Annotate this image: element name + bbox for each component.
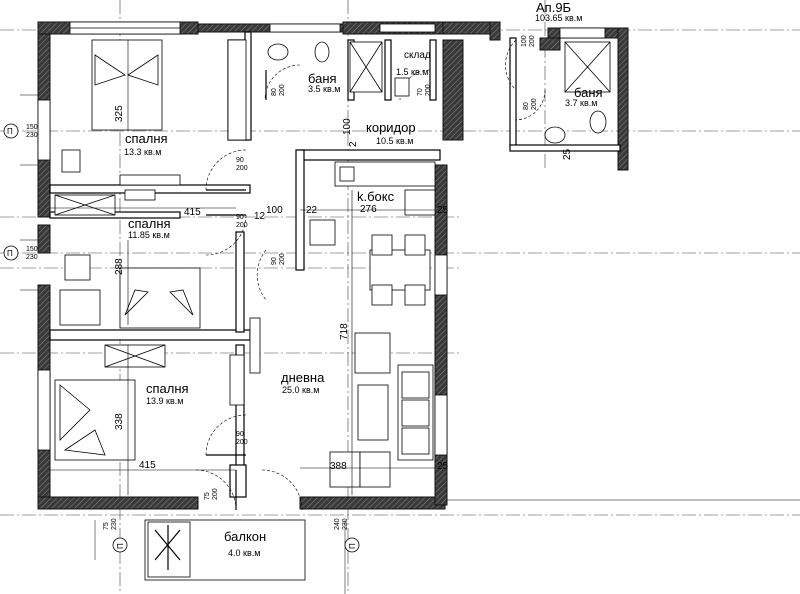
dim-325: 325	[114, 105, 125, 122]
dim-22: 22	[306, 205, 318, 216]
dim-25-b: 25	[437, 461, 449, 472]
dim-718: 718	[339, 323, 350, 340]
svg-text:150: 150	[26, 124, 38, 131]
room-area-bath2: 3.7 кв.м	[565, 98, 597, 108]
door-label-w: 75	[204, 492, 211, 500]
sink-1	[267, 43, 289, 61]
room-label-bed3: спалня	[146, 381, 189, 396]
room-area-storage: 1.5 кв.м	[396, 67, 428, 77]
wardrobe-3	[227, 39, 247, 141]
door-label-w: 90	[236, 431, 244, 438]
axis-marker	[3, 123, 19, 139]
room-label-balcony: балкон	[224, 529, 266, 544]
door-label-h: 200	[212, 488, 219, 500]
door-label-h: 200	[236, 439, 248, 446]
furniture	[54, 39, 261, 461]
dim-338: 338	[114, 413, 125, 430]
room-area-corridor: 10.5 кв.м	[376, 136, 413, 146]
axis-marker	[112, 537, 128, 553]
room-labels: спалня 13.3 кв.м спалня 11.85 кв.м спалн…	[124, 0, 603, 558]
svg-text:150: 150	[26, 246, 38, 253]
room-area-balcony: 4.0 кв.м	[228, 548, 260, 558]
door-label-w: 70	[417, 88, 424, 96]
door-label-h: 200	[425, 84, 432, 96]
dim-415-top: 415	[184, 207, 201, 218]
door-label-h: 200	[529, 35, 536, 47]
dim-2: 2	[348, 141, 359, 147]
dimension-lines	[50, 40, 435, 495]
room-label-bed2: спалня	[128, 216, 171, 231]
door-label-w: 80	[271, 88, 278, 96]
room-label-storage: склад	[404, 50, 431, 61]
axis-marker-labels: П П П П 150 230 150 230 75 230 240 230	[7, 124, 357, 549]
door-label-h: 200	[279, 253, 286, 265]
door-label-w: 90	[236, 157, 244, 164]
axis-marker	[3, 245, 19, 261]
svg-text:230: 230	[26, 254, 38, 261]
toilet-2	[589, 110, 607, 134]
door-label-h: 200	[531, 98, 538, 110]
dim-415-bottom: 415	[139, 460, 156, 471]
room-area-bed1: 13.3 кв.м	[124, 147, 161, 157]
toilet-1	[314, 41, 330, 63]
windows	[37, 21, 606, 456]
axis-markers	[3, 123, 360, 553]
svg-text:П: П	[7, 127, 13, 136]
door-leaves	[206, 70, 267, 510]
dim-12: 12	[254, 211, 266, 222]
room-label-living: дневна	[281, 370, 325, 385]
door-label-h: 200	[236, 165, 248, 172]
axis-marker	[344, 537, 360, 553]
room-label-kitchen: k.бокс	[357, 189, 395, 204]
svg-text:75: 75	[103, 522, 110, 530]
door-label-w: 100	[521, 35, 528, 47]
living-furniture	[309, 161, 436, 488]
svg-text:П: П	[348, 543, 357, 549]
dining-table	[369, 249, 431, 291]
svg-text:П: П	[7, 249, 13, 258]
dim-288: 288	[114, 258, 125, 275]
door-labels: 90 200 90 200 90 200 90 200 80 200 70 20…	[204, 35, 538, 500]
dim-25-a: 25	[437, 205, 449, 216]
dim-100-a: 100	[266, 205, 283, 216]
balcony	[144, 519, 306, 581]
svg-text:230: 230	[342, 518, 349, 530]
bed-bedroom-1	[91, 39, 163, 131]
room-area-bed3: 13.9 кв.м	[146, 396, 183, 406]
sink-2	[544, 126, 566, 144]
room-label-bed1: спалня	[125, 131, 168, 146]
room-label-bath1: баня	[308, 71, 337, 86]
dim-276: 276	[360, 204, 377, 215]
door-label-w: 90	[236, 214, 244, 221]
door-label-w: 80	[523, 102, 530, 110]
room-area-bath1: 3.5 кв.м	[308, 84, 340, 94]
room-area-bed2: 11.85 кв.м	[128, 230, 170, 240]
svg-text:230: 230	[26, 132, 38, 139]
bed-bedroom-2	[119, 267, 201, 329]
dim-388: 388	[330, 461, 347, 472]
apartment-area: 103.65 кв.м	[535, 13, 582, 23]
door-label-h: 200	[236, 222, 248, 229]
dim-25-c: 25	[562, 148, 573, 160]
svg-text:240: 240	[334, 518, 341, 530]
svg-text:230: 230	[111, 518, 118, 530]
room-label-bath2: баня	[574, 85, 603, 100]
armchair-bottom	[329, 451, 361, 488]
room-label-corridor: коридор	[366, 120, 416, 135]
door-label-h: 200	[279, 84, 286, 96]
svg-text:П: П	[116, 543, 125, 549]
apartment-title: Ап.9Б	[536, 0, 571, 15]
door-label-w: 90	[271, 257, 278, 265]
armchair-top	[354, 332, 391, 374]
door-swings	[195, 39, 546, 511]
drafting-lines	[20, 94, 800, 594]
room-area-living: 25.0 кв.м	[282, 385, 319, 395]
bath-fixtures	[267, 41, 611, 144]
dim-100-b: 100	[342, 118, 353, 135]
coffee-table	[357, 384, 389, 441]
dimension-labels: 325 288 338 718 415 415 388 276 100 100 …	[114, 105, 573, 472]
